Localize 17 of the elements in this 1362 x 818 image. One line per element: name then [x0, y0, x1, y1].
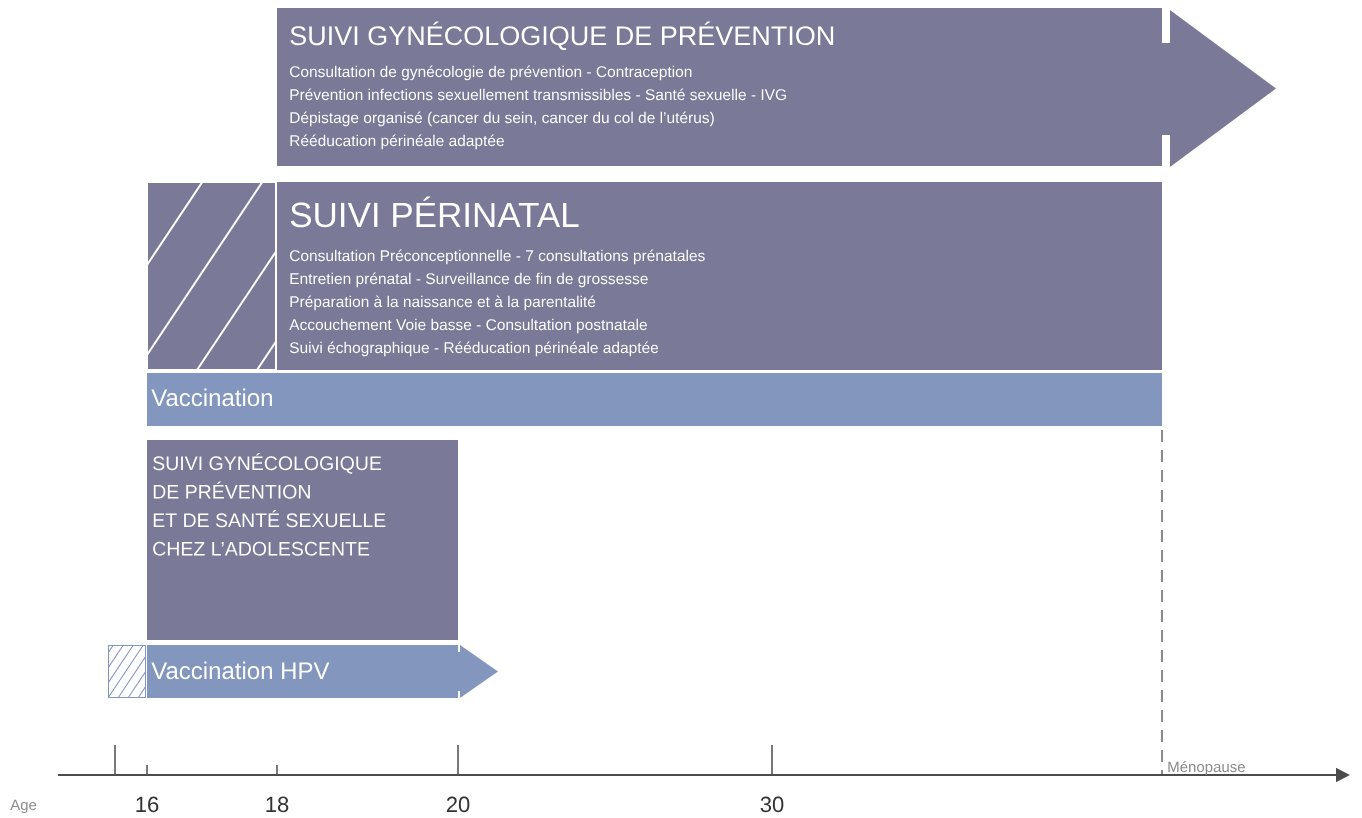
- bar-title: Vaccination: [151, 388, 272, 407]
- box-title: SUIVI GYNÉCOLOGIQUE: [153, 453, 382, 474]
- bar-text: Accouchement Voie basse - Consultation postnatale: [289, 318, 647, 334]
- tick-label: 20: [446, 796, 470, 813]
- bar-text: Entretien prénatal - Surveillance de fin de grossesse: [290, 272, 648, 288]
- bar-text: Préparation à la naissance et à la parentalité: [290, 295, 596, 311]
- axis-note: Ménopause: [1168, 760, 1245, 776]
- tick-label: 30: [760, 796, 784, 813]
- bar-text: Suivi échographique - Rééducation périnéale adaptée: [289, 341, 659, 357]
- box-title: DE PRÉVENTION: [153, 481, 310, 499]
- bar-text: Consultation Préconceptionnelle - 7 consultations prénatales: [290, 249, 705, 265]
- axis-title: Age: [10, 799, 37, 814]
- tick-label: 18: [266, 796, 289, 813]
- bar-title: SUIVI PÉRINATAL: [290, 196, 579, 228]
- box-title: CHEZ L’ADOLESCENTE: [153, 541, 370, 556]
- box-title: ET DE SANTÉ SEXUELLE: [153, 510, 386, 528]
- tick-label: 16: [136, 796, 159, 813]
